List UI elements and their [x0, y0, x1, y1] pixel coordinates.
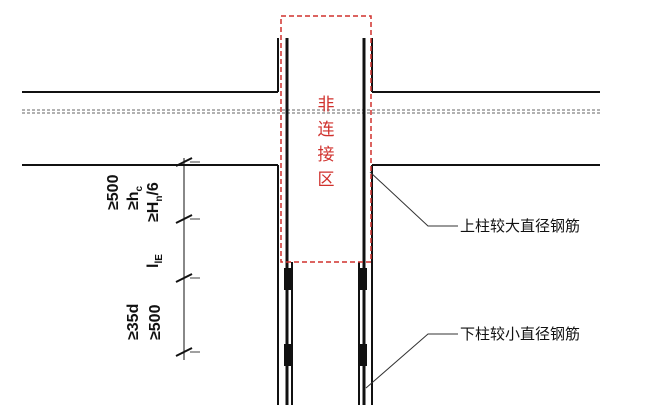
leader-upper — [369, 171, 458, 227]
dim-upper-line2: ≥hc — [125, 185, 145, 210]
dim-lap-length: llE — [145, 254, 165, 268]
non-splice-zone — [280, 15, 372, 263]
coupler — [359, 344, 367, 366]
dimension-line — [175, 157, 200, 360]
zone-char-3: 接 — [318, 145, 335, 165]
dim-lower-line2: ≥500 — [147, 304, 164, 340]
callout-upper-rebar: 上柱较大直径钢筋 — [460, 217, 580, 235]
dim-lower-line1: ≥35d — [125, 304, 142, 340]
beam-centerline — [22, 109, 600, 114]
coupler — [284, 344, 292, 366]
upper-dimension-group: ≥500 ≥hc ≥Hn/6 — [105, 174, 165, 222]
callout-lower-rebar: 下柱较小直径钢筋 — [460, 325, 580, 343]
zone-char-2: 连 — [318, 120, 335, 140]
callout-leaders — [365, 171, 458, 389]
column-rebars — [285, 38, 366, 405]
dim-upper-line1: ≥500 — [105, 174, 122, 210]
leader-lower — [365, 333, 458, 389]
beam-outline — [22, 91, 600, 166]
lower-dimension-group: ≥35d ≥500 — [125, 304, 164, 340]
coupler — [359, 268, 367, 290]
zone-char-4: 区 — [318, 170, 335, 190]
dim-upper-line3: ≥Hn/6 — [145, 182, 165, 222]
column-outline — [277, 38, 373, 405]
zone-char-1: 非 — [318, 95, 335, 115]
coupler — [284, 268, 292, 290]
rebar-couplers — [284, 268, 367, 366]
